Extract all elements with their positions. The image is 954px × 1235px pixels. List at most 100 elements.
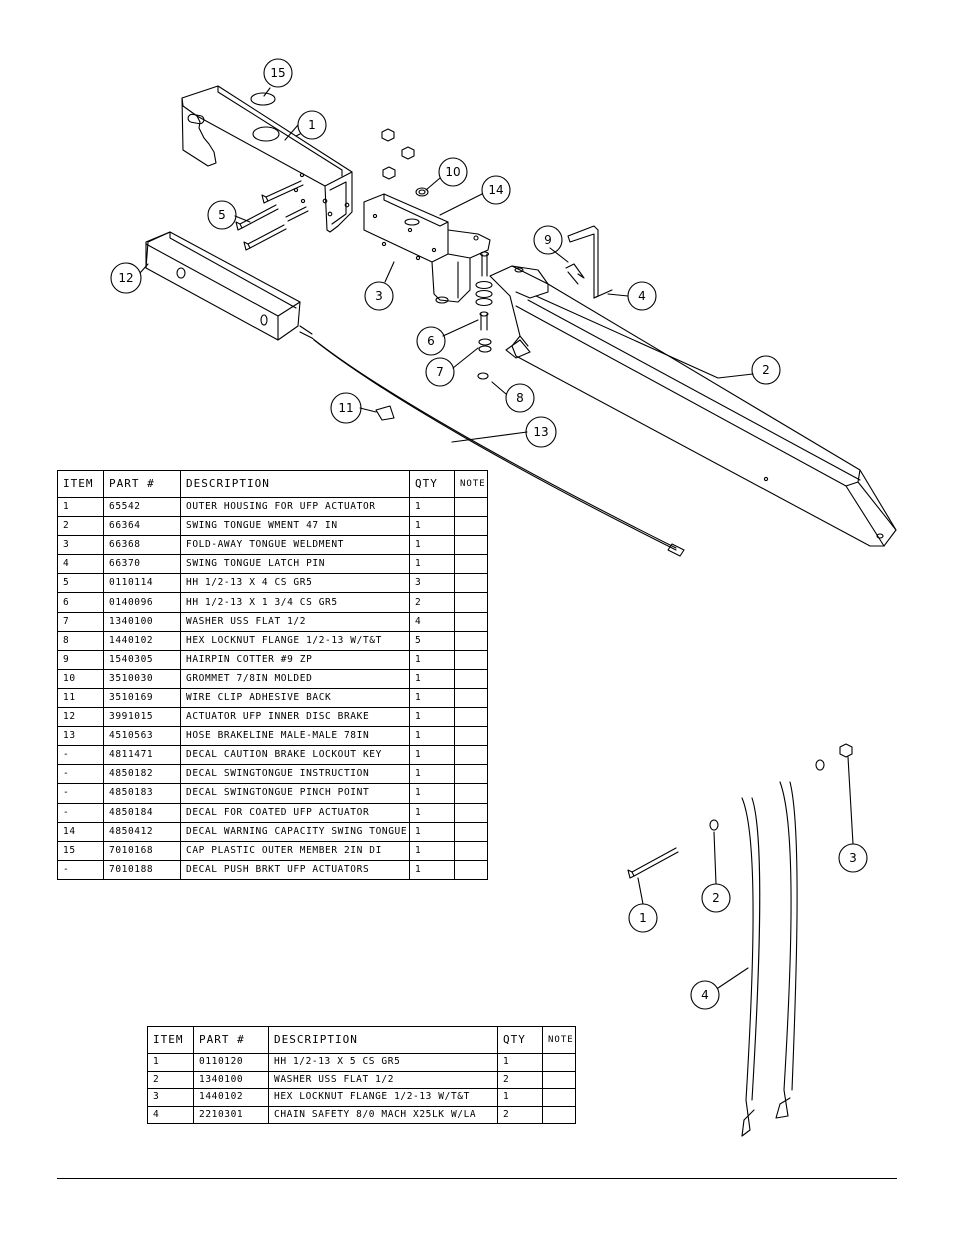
svg-text:9: 9 <box>544 233 552 247</box>
locknut-group-part <box>381 128 429 197</box>
cell-qty: 1 <box>497 1053 543 1072</box>
cell-description: CHAIN SAFETY 8/0 MACH X25LK W/LA <box>268 1105 498 1125</box>
cell-qty: 1 <box>409 668 455 689</box>
cell-description: DECAL FOR COATED UFP ACTUATOR <box>180 802 410 823</box>
cell-description: DECAL WARNING CAPACITY SWING TONGUE <box>180 821 410 842</box>
cell-description: CAP PLASTIC OUTER MEMBER 2IN DI <box>180 840 410 861</box>
center-bolt-stack-part <box>475 251 493 380</box>
cell-item: 14 <box>57 821 104 842</box>
cell-part: 65542 <box>103 496 181 518</box>
col-part-header: PART # <box>103 470 181 498</box>
svg-text:7: 7 <box>436 365 444 379</box>
callout-1: 1 <box>297 110 327 140</box>
cell-description: WIRE CLIP ADHESIVE BACK <box>180 687 410 709</box>
cell-qty: 1 <box>409 821 455 842</box>
callout-7: 7 <box>425 357 455 387</box>
callout-15: 15 <box>263 58 293 88</box>
cell-part: 1440102 <box>103 630 181 651</box>
cell-qty: 1 <box>409 783 455 804</box>
cell-note <box>542 1088 576 1107</box>
cell-item: 2 <box>57 516 104 537</box>
cell-part: 1340100 <box>193 1070 269 1090</box>
callout-10: 10 <box>438 157 468 187</box>
svg-text:13: 13 <box>533 425 548 439</box>
cell-qty: 1 <box>409 859 455 880</box>
svg-text:12: 12 <box>118 271 133 285</box>
cell-item: 4 <box>57 554 104 575</box>
cell-part: 0140096 <box>103 592 181 613</box>
cell-qty: 1 <box>409 745 455 766</box>
cell-description: HAIRPIN COTTER #9 ZP <box>180 649 410 670</box>
callout-4: 4 <box>627 281 657 311</box>
svg-text:2: 2 <box>712 891 720 905</box>
cell-part: 3991015 <box>103 707 181 728</box>
table-header-row: ITEM PART # DESCRIPTION QTY NOTE <box>147 1026 576 1054</box>
cell-item: - <box>57 802 104 823</box>
cell-part: 66364 <box>103 516 181 537</box>
cell-part: 1340100 <box>103 611 181 632</box>
cell-qty: 1 <box>409 764 455 785</box>
cell-qty: 1 <box>409 496 455 518</box>
cell-note <box>454 649 488 670</box>
cell-item: 7 <box>57 611 104 632</box>
cell-note <box>454 821 488 842</box>
cell-description: DECAL CAUTION BRAKE LOCKOUT KEY <box>180 745 410 766</box>
cell-note <box>454 592 488 613</box>
col-description-header: DESCRIPTION <box>180 470 410 498</box>
svg-text:1: 1 <box>639 911 647 925</box>
cell-description: ACTUATOR UFP INNER DISC BRAKE <box>180 707 410 728</box>
footer-rule <box>57 1178 897 1179</box>
cell-description: DECAL SWINGTONGUE INSTRUCTION <box>180 764 410 785</box>
callout-12: 12 <box>110 262 142 294</box>
cell-description: FOLD-AWAY TONGUE WELDMENT <box>180 535 410 556</box>
cell-qty: 4 <box>409 611 455 632</box>
cell-description: HH 1/2-13 X 1 3/4 CS GR5 <box>180 592 410 613</box>
cell-part: 66370 <box>103 554 181 575</box>
cell-description: WASHER USS FLAT 1/2 <box>180 611 410 632</box>
cell-description: WASHER USS FLAT 1/2 <box>268 1070 498 1090</box>
chain-callout-3: 3 <box>838 843 868 873</box>
cell-note <box>454 687 488 709</box>
swing-tongue-part <box>489 265 897 547</box>
cell-note <box>454 726 488 747</box>
cell-item: 10 <box>57 668 104 689</box>
latch-pin-part <box>567 225 613 299</box>
cell-description: SWING TONGUE LATCH PIN <box>180 554 410 575</box>
cell-qty: 1 <box>409 687 455 709</box>
cell-note <box>454 611 488 632</box>
cell-note <box>454 535 488 556</box>
callout-5: 5 <box>207 200 237 230</box>
svg-text:3: 3 <box>375 289 383 303</box>
cell-part: 7010168 <box>103 840 181 861</box>
svg-text:10: 10 <box>445 165 460 179</box>
cell-note <box>454 668 488 689</box>
cell-description: HH 1/2-13 X 5 CS GR5 <box>268 1053 498 1072</box>
cell-note <box>454 630 488 651</box>
cell-qty: 1 <box>409 726 455 747</box>
cell-note <box>454 516 488 537</box>
callout-11: 11 <box>330 392 362 424</box>
cell-note <box>454 573 488 594</box>
cell-description: HEX LOCKNUT FLANGE 1/2-13 W/T&T <box>268 1088 498 1107</box>
col-item-header: ITEM <box>57 470 104 498</box>
cell-note <box>454 840 488 861</box>
cell-item: 3 <box>57 535 104 556</box>
cell-note <box>454 783 488 804</box>
cell-part: 3510030 <box>103 668 181 689</box>
cell-description: HH 1/2-13 X 4 CS GR5 <box>180 573 410 594</box>
cell-note <box>542 1070 576 1090</box>
svg-text:4: 4 <box>701 988 709 1002</box>
cell-description: OUTER HOUSING FOR UFP ACTUATOR <box>180 496 410 518</box>
cell-qty: 1 <box>409 802 455 823</box>
